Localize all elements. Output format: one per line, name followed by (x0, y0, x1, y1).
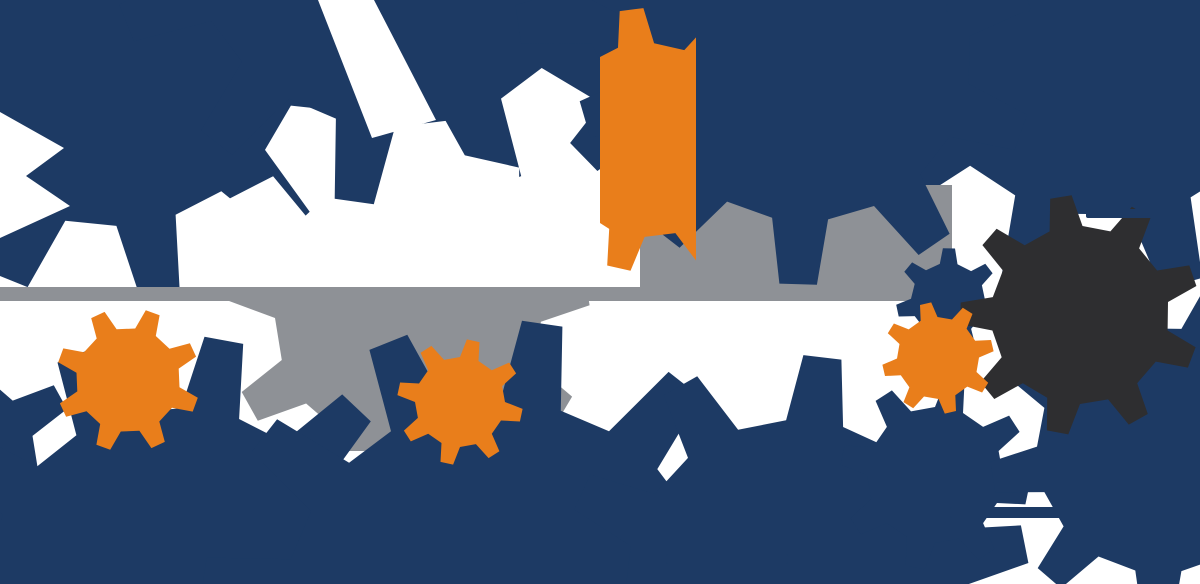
gear-navy-right-small (840, 380, 1030, 570)
gear-orange-middle (397, 339, 523, 465)
gear-charcoal-right (960, 195, 1197, 435)
gray-band (0, 287, 952, 301)
annotation-mark-bottom-right (950, 507, 1092, 518)
white-slash-top-middle (318, 0, 436, 138)
gear-orange-right (882, 302, 994, 414)
gear-orange-strip (600, 8, 696, 271)
white-wedge-left (0, 112, 70, 238)
gear-orange-left (58, 310, 198, 450)
annotation-mark-bottom-center (666, 554, 788, 564)
annotation-mark-top-right (946, 4, 1030, 12)
annotation-mark-right-middle (1086, 209, 1182, 218)
